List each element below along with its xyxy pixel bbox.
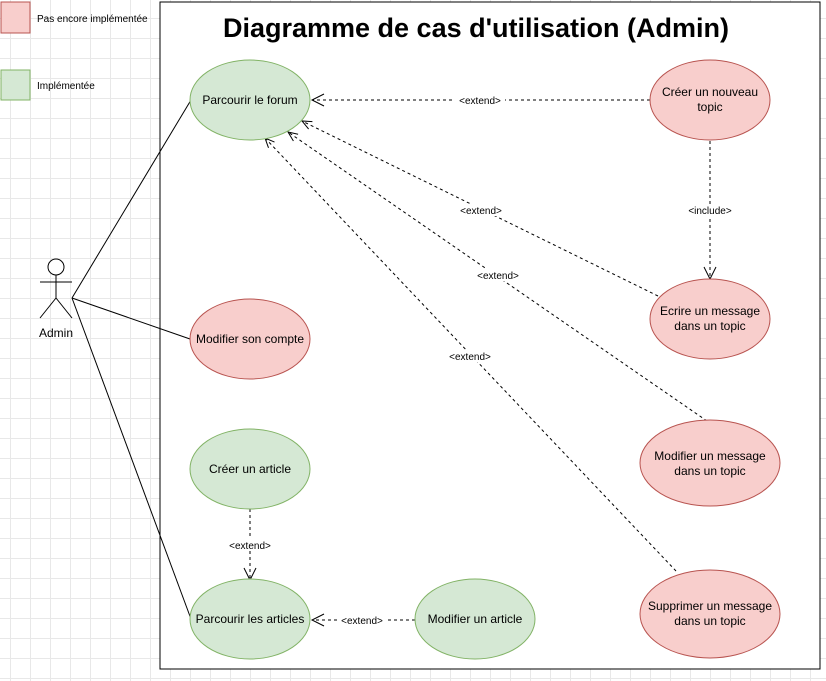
association-parcourir-forum [71, 99, 192, 299]
label-bg [684, 204, 736, 216]
use-case-modifier-message: Modifier un message dans un topic [639, 419, 781, 507]
diagram-title: Diagramme de cas d'utilisation (Admin) [223, 13, 729, 43]
use-case-label-line1: Créer un nouveau [662, 85, 758, 99]
extend-label-creer-topic: <extend> [459, 96, 501, 107]
actor-head [47, 258, 65, 276]
use-case-label: Modifier son compte [196, 332, 304, 346]
extend-label-modifier-article: <extend> [341, 616, 383, 627]
use-case-label-line1: Ecrire un message [660, 304, 760, 318]
legend: Pas encore implémentée Implémentée [0, 1, 148, 101]
use-case-modifier-article: Modifier un article [414, 578, 536, 660]
use-case-supprimer-message: Supprimer un message dans un topic [639, 569, 781, 659]
extend-label-creer-article: <extend> [229, 541, 271, 552]
use-case-ecrire-message: Ecrire un message dans un topic [649, 278, 771, 360]
label-bg [445, 350, 495, 362]
legend-not-implemented-swatch [0, 1, 31, 34]
use-case-label-line1: Modifier un message [654, 449, 766, 463]
extend-label-ecrire-message: <extend> [460, 206, 502, 217]
label-bg [456, 204, 506, 216]
association-modifier-compte [71, 297, 191, 340]
association-parcourir-articles [71, 297, 192, 620]
use-case-label-line1: Supprimer un message [648, 599, 772, 613]
actor-admin: Admin [39, 258, 73, 340]
use-case-label-line2: topic [697, 100, 722, 114]
actor-left-leg [39, 297, 57, 319]
use-case-label-line2: dans un topic [674, 614, 745, 628]
label-bg [337, 614, 387, 626]
actor-label: Admin [39, 326, 73, 340]
label-bg [225, 539, 275, 551]
relation-modifier-article-extends-articles [310, 613, 415, 627]
use-case-label: Parcourir les articles [196, 612, 305, 626]
include-label: <include> [688, 206, 732, 217]
use-case-creer-topic: Créer un nouveau topic [649, 59, 771, 141]
use-case-modifier-compte: Modifier son compte [189, 298, 311, 380]
use-case-creer-article: Créer un article [189, 428, 311, 510]
use-case-label: Parcourir le forum [202, 93, 297, 107]
legend-implemented-label: Implémentée [37, 81, 95, 92]
legend-not-implemented-label: Pas encore implémentée [37, 14, 148, 25]
use-case-parcourir-forum: Parcourir le forum [189, 59, 311, 141]
use-case-label: Modifier un article [428, 612, 523, 626]
label-bg [473, 269, 523, 281]
use-case-label-line2: dans un topic [674, 319, 745, 333]
extend-label-supprimer-message: <extend> [449, 352, 491, 363]
use-case-label-line2: dans un topic [674, 464, 745, 478]
use-case-parcourir-articles: Parcourir les articles [189, 578, 311, 660]
extend-label-modifier-message: <extend> [477, 271, 519, 282]
label-bg [455, 94, 505, 106]
actor-right-leg [55, 297, 73, 319]
legend-implemented-swatch [0, 69, 31, 101]
use-case-label: Créer un article [209, 462, 291, 476]
